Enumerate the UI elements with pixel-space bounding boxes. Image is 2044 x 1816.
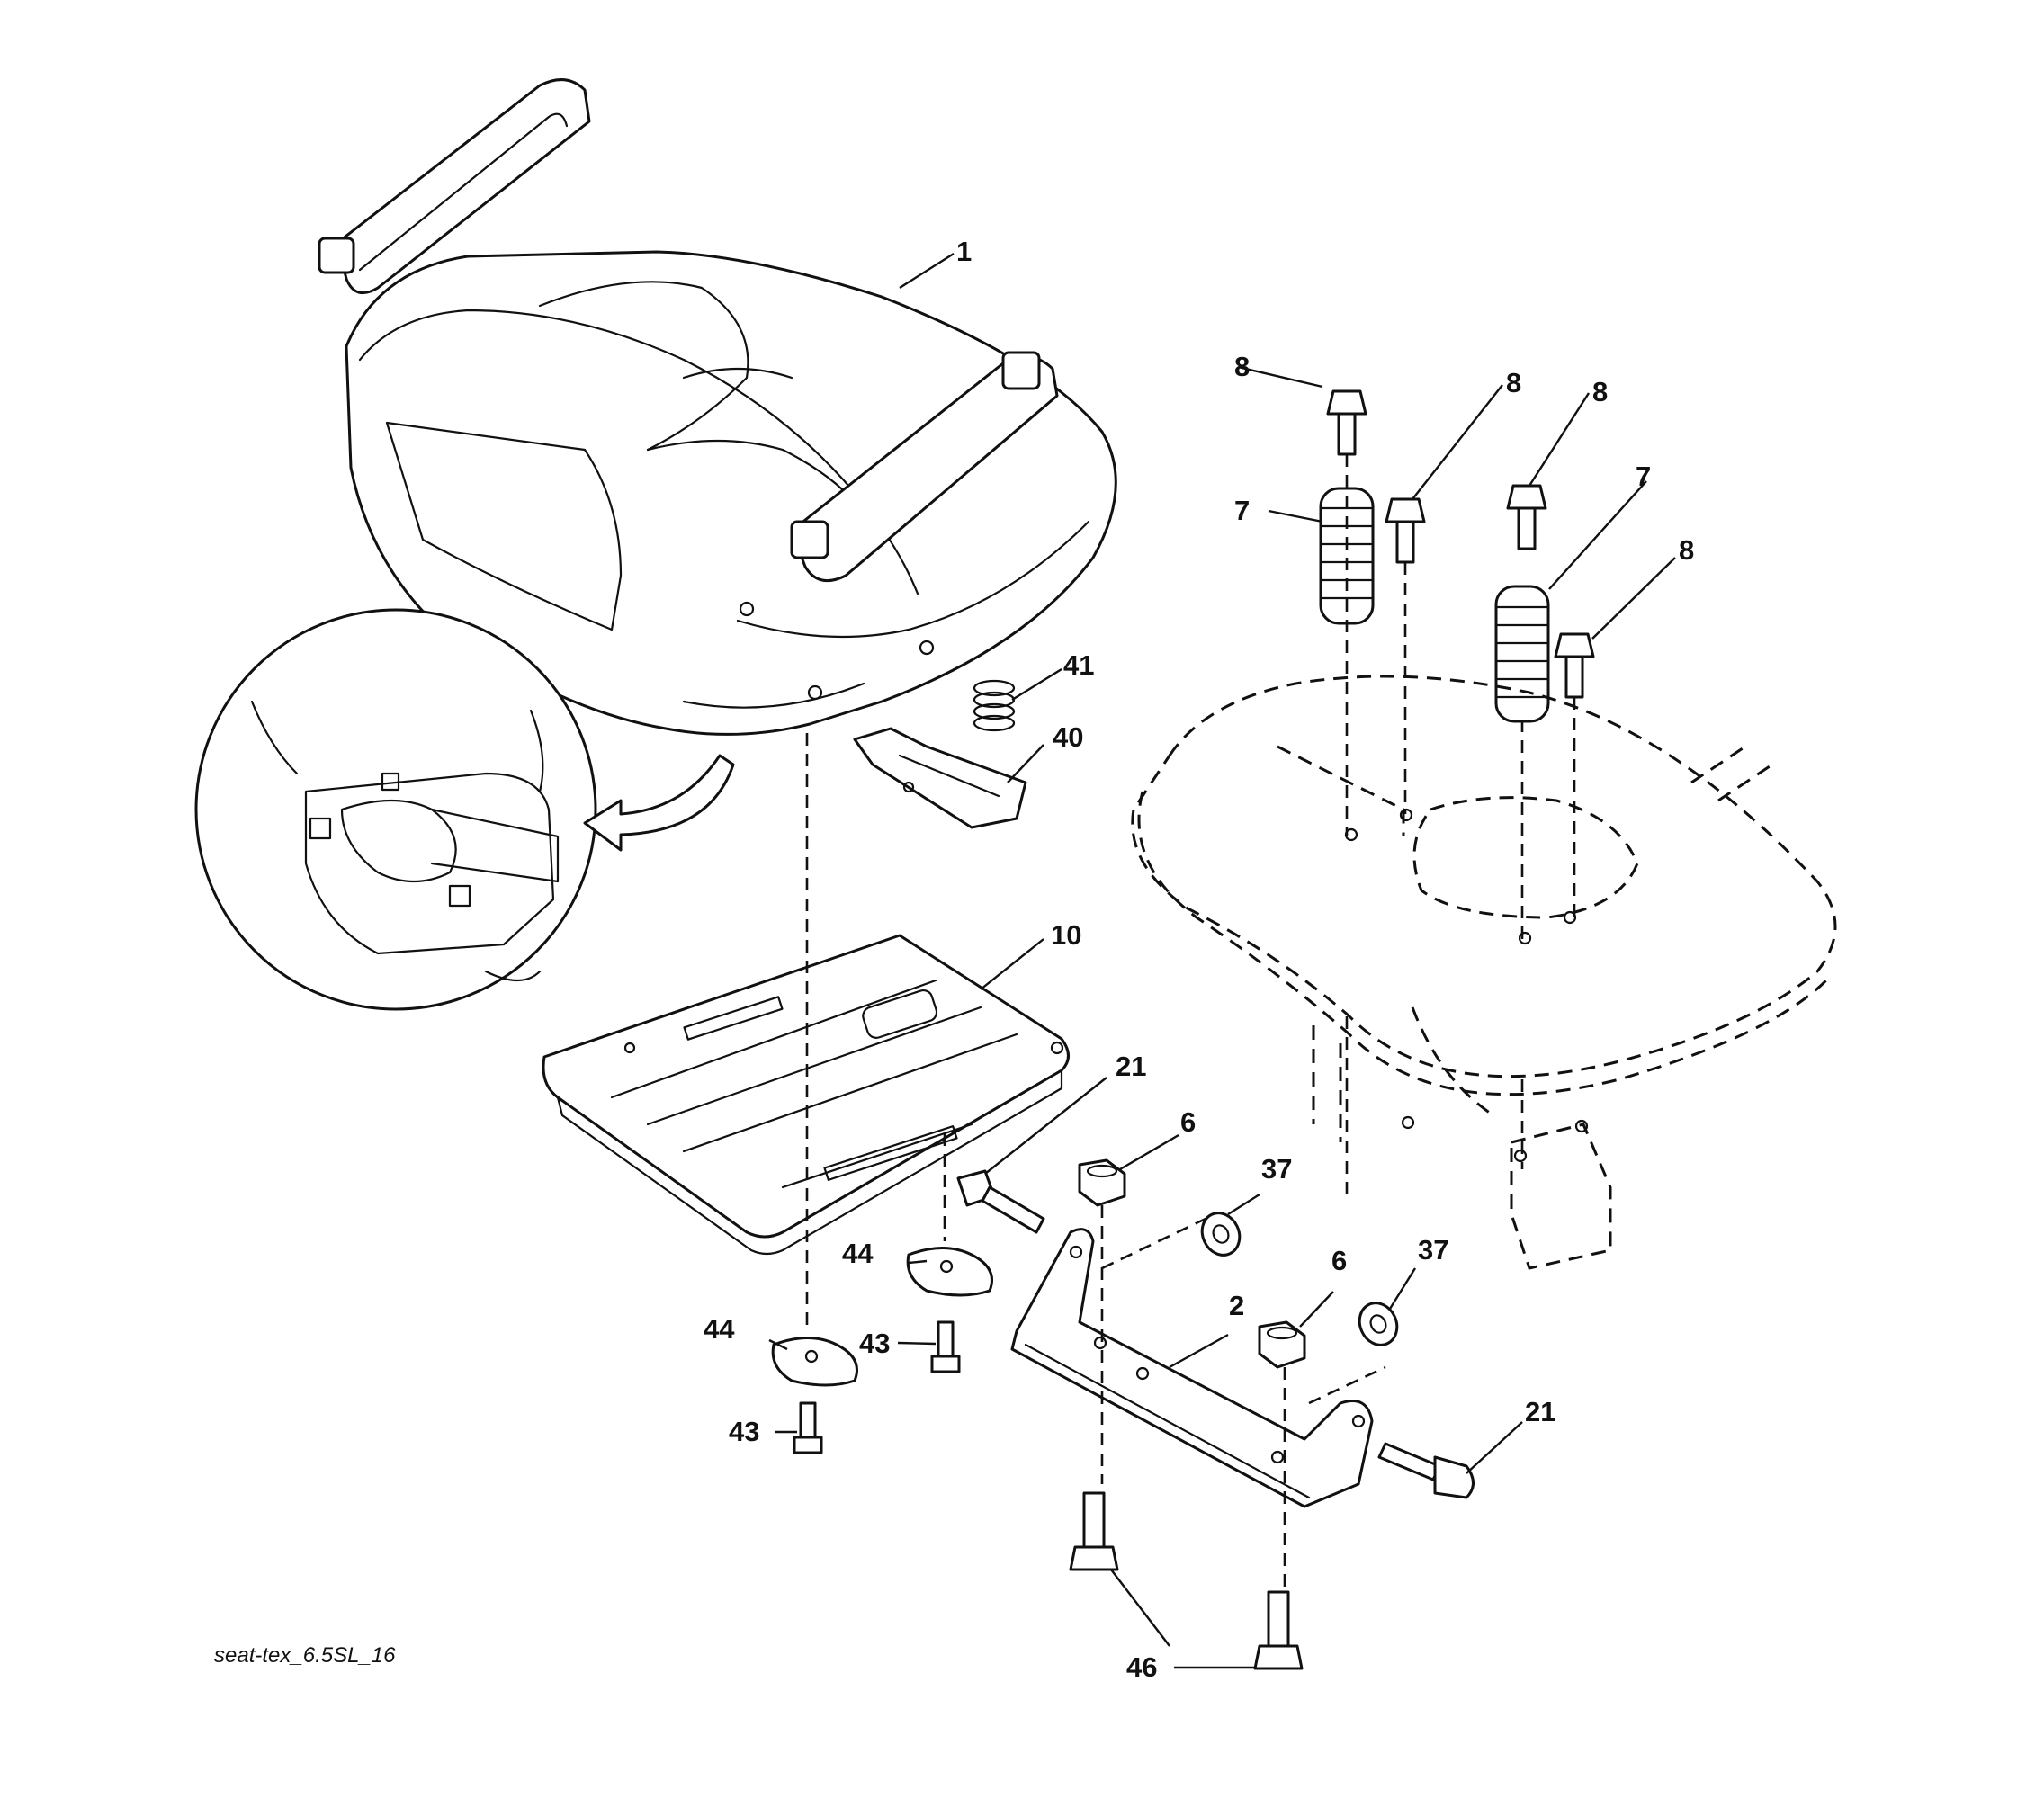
bolt-8-a (1326, 389, 1367, 456)
small-spring (973, 679, 1016, 732)
washer-upper (1200, 1212, 1242, 1257)
callout-washer-upper: 37 (1261, 1153, 1292, 1185)
callout-screw-left: 43 (729, 1416, 759, 1447)
alignment-lines (805, 454, 1576, 1588)
spring-right (1494, 585, 1550, 723)
callout-seat-clip: 40 (1053, 721, 1083, 753)
callout-seat-bracket: 2 (1229, 1290, 1244, 1321)
callout-bolt-d: 8 (1679, 534, 1694, 566)
callout-nut-lower: 6 (1331, 1245, 1347, 1276)
callout-bolt-b: 8 (1506, 367, 1521, 398)
callout-plate-left: 44 (704, 1313, 735, 1345)
callout-bolt-a: 8 (1234, 351, 1250, 382)
screw-left (793, 1401, 823, 1454)
detail-inset (194, 608, 735, 1011)
plate-left (771, 1337, 858, 1387)
bolt-8-d (1554, 632, 1595, 699)
nut-lower (1258, 1320, 1306, 1369)
plate-right (906, 1247, 993, 1297)
pivot-bolt-right (1377, 1442, 1475, 1499)
callout-seat-pan: 10 (1051, 919, 1081, 951)
nut-upper (1078, 1158, 1126, 1207)
callout-bolt-c: 8 (1592, 376, 1608, 407)
bolt-8-b (1385, 497, 1426, 564)
bolt-8-c (1506, 484, 1547, 550)
callouts: 1 8 8 8 8 7 7 41 40 10 21 6 37 44 6 37 2… (704, 236, 1694, 1683)
screw-right (930, 1320, 961, 1373)
callout-washer-lower: 37 (1418, 1234, 1448, 1266)
callout-bottom-bolt: 46 (1126, 1651, 1157, 1683)
frame-outline (1131, 675, 1837, 1270)
callout-pivot-bolt-left: 21 (1116, 1051, 1146, 1082)
bottom-bolt-right (1253, 1590, 1304, 1670)
callout-plate-right: 44 (842, 1238, 874, 1269)
callout-screw-right: 43 (859, 1328, 890, 1359)
seat-clip (853, 727, 1027, 829)
callout-spring-left: 7 (1234, 495, 1250, 526)
callout-spring-right: 7 (1636, 461, 1651, 492)
callout-nut-upper: 6 (1180, 1106, 1196, 1138)
washer-lower (1358, 1302, 1399, 1346)
leader-lines (768, 252, 1676, 1669)
seat-bracket (1010, 1228, 1374, 1508)
callout-seat: 1 (956, 236, 972, 267)
pivot-bolt-left (956, 1169, 1045, 1234)
callout-spring-small: 41 (1063, 649, 1094, 681)
bottom-bolt-left (1069, 1491, 1119, 1571)
figure-code: seat-tex_6.5SL_16 (214, 1643, 396, 1668)
callout-pivot-bolt-right: 21 (1525, 1396, 1555, 1427)
seat-assembly (318, 78, 1117, 736)
